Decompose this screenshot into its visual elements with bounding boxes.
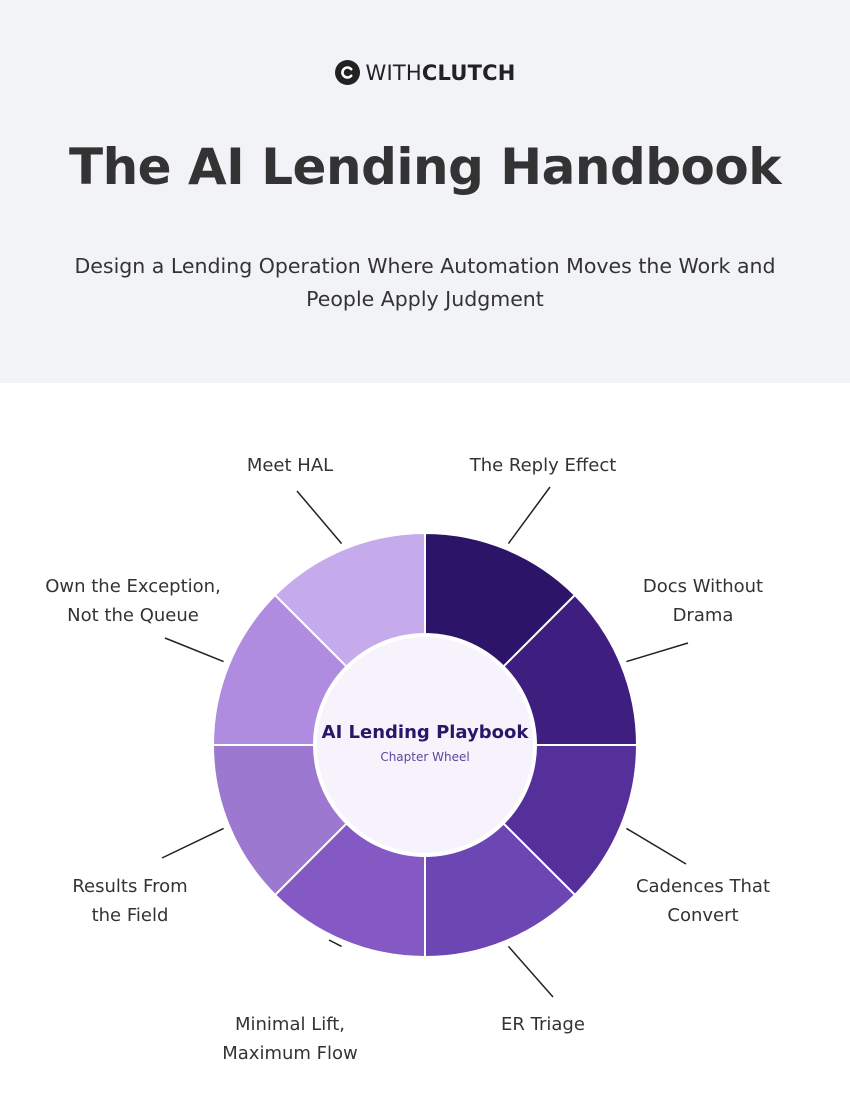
chapter-label-4: ER Triage — [501, 1014, 585, 1035]
wheel-center-title: AI Lending Playbook — [322, 722, 530, 743]
leader-line-4 — [507, 945, 554, 998]
wheel-hub — [313, 633, 537, 857]
page-title: The AI Lending Handbook — [68, 138, 782, 196]
leader-line-5 — [328, 939, 342, 948]
leader-line-8 — [296, 490, 343, 545]
header-banner: WITHCLUTCH The AI Lending Handbook Desig… — [0, 0, 850, 383]
brand-suffix: CLUTCH — [421, 60, 516, 85]
chapter-label-5: Minimal Lift,Maximum Flow — [222, 1014, 358, 1064]
clutch-logo-icon — [334, 60, 360, 85]
leader-line-3 — [626, 827, 687, 865]
brand-logo: WITHCLUTCH — [0, 60, 850, 85]
brand-wordmark: WITHCLUTCH — [366, 61, 516, 85]
leader-line-1 — [507, 486, 551, 545]
leader-line-7 — [164, 637, 224, 663]
wheel-leader-lines — [161, 486, 689, 998]
brand-prefix: WITH — [365, 60, 422, 85]
chapter-label-8: Meet HAL — [247, 455, 333, 476]
page-subtitle: Design a Lending Operation Where Automat… — [74, 254, 776, 311]
leader-line-2 — [626, 642, 689, 663]
wheel-center-subtitle: Chapter Wheel — [380, 750, 469, 764]
chapter-label-1: The Reply Effect — [469, 455, 617, 476]
leader-line-6 — [161, 827, 224, 859]
chapter-label-7: Own the Exception,Not the Queue — [45, 576, 221, 626]
